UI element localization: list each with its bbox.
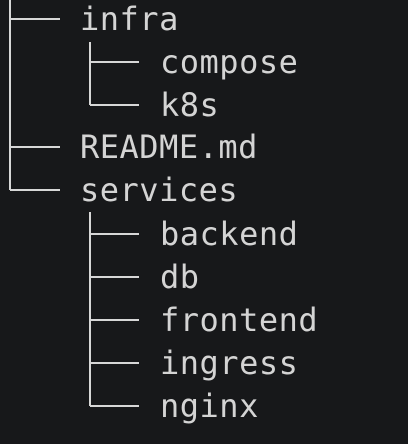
folder-db: db — [160, 258, 200, 296]
folder-ingress: ingress — [160, 344, 299, 382]
folder-infra: infra — [80, 0, 179, 38]
folder-compose: compose — [160, 43, 299, 81]
folder-frontend: frontend — [160, 301, 319, 339]
folder-nginx: nginx — [160, 387, 259, 425]
folder-backend: backend — [160, 215, 299, 253]
file-readme: README.md — [80, 128, 258, 166]
folder-k8s: k8s — [160, 86, 220, 124]
folder-services: services — [80, 171, 239, 209]
